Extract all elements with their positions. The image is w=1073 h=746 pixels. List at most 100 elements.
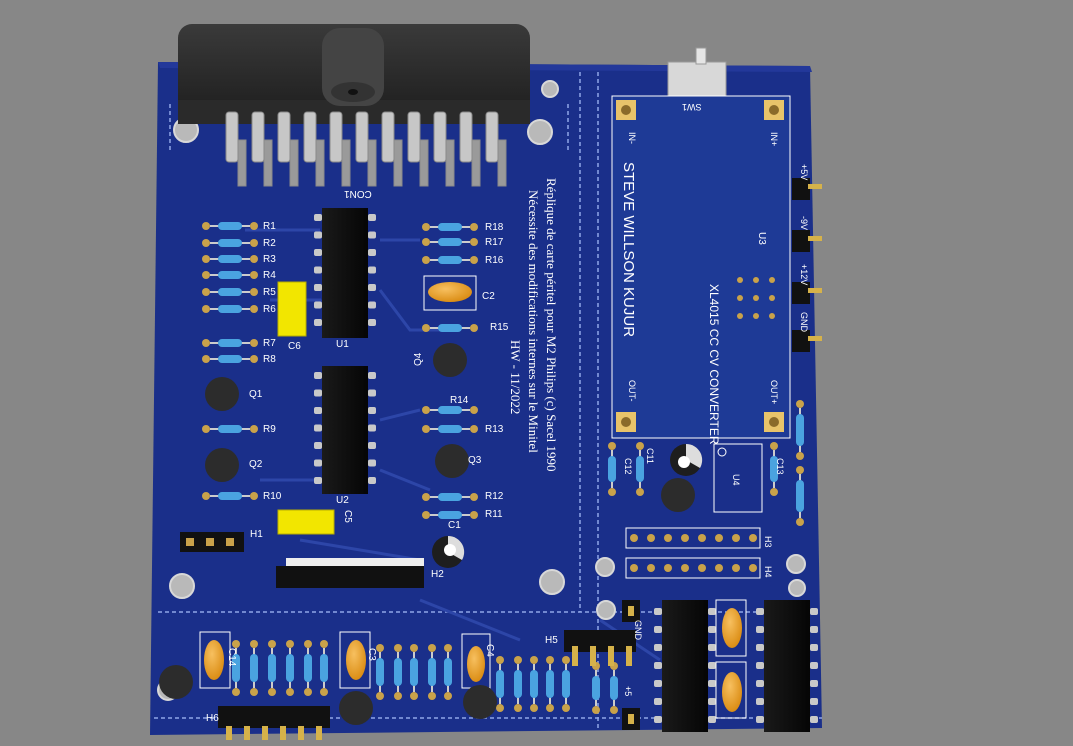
resistor-pad [608,442,616,450]
ic-pin [368,319,376,326]
ic-u4-outline [713,443,763,513]
resistor-pad [250,239,258,247]
resistor-pad [592,706,600,714]
ref-r11: R11 [485,509,503,520]
ref-r13: R13 [485,424,504,435]
header-pad [681,534,689,542]
resistor-body [438,238,462,246]
resistor-body [562,670,570,698]
resistor-body [218,425,242,433]
resistor-pad [546,704,554,712]
resistor-pad [514,704,522,712]
resistor-pad [470,324,478,332]
ref-r18: R18 [485,222,504,233]
header-pad [664,534,672,542]
ic-pin [368,284,376,291]
module-pin-in-plus: IN+ [769,132,779,147]
scart-pin [303,111,317,163]
ref-c3: C3 [366,648,377,661]
ic-pin [708,716,716,723]
ref-h3: H3 [763,536,773,548]
resistor-pad [202,492,210,500]
resistor-body [770,456,778,482]
resistor-pad [410,644,418,652]
resistor-body [438,406,462,414]
header-pad [715,564,723,572]
resistor-pad [470,238,478,246]
resistor-pad [444,692,452,700]
ic-pin [314,477,322,484]
header-pad [698,534,706,542]
board-title-line1: Réplique de carte péritel pour M2 Philip… [544,178,559,472]
ic-pin [756,608,764,615]
ref-r1: R1 [263,221,276,232]
scart-pin [329,111,343,163]
ref-c13: C13 [775,458,785,475]
scart-pin [225,111,239,163]
resistor-body [218,271,242,279]
resistor-body [218,239,242,247]
resistor-body [496,670,504,698]
resistor-body [438,493,462,501]
resistor-pad [202,339,210,347]
resistor-pad [250,255,258,263]
resistor-pad [202,288,210,296]
resistor-pad [496,656,504,664]
ref-c12: C12 [623,458,633,475]
resistor-body [286,654,294,682]
ref-r10: R10 [263,491,282,502]
ic-pin [810,698,818,705]
header-pad [732,564,740,572]
con1-label: CON1 [344,188,372,199]
ic-pin [314,266,322,274]
ic-pin [756,698,764,705]
ic-pin [708,626,716,633]
resistor-pad [470,425,478,433]
ic-pin [708,644,716,651]
header-pad [732,534,740,542]
ic-pin [368,389,376,397]
power-label-12v: +12V [799,264,809,286]
ic-pin [708,698,716,705]
ic-pin [708,680,716,687]
scart-pin [419,139,429,187]
resistor-pad [422,406,430,414]
cap-c14 [199,631,231,689]
header-h2 [276,558,424,588]
ic-pin [810,716,818,723]
ic-pin [368,442,376,449]
ref-c4: C4 [484,644,495,657]
ref-r3: R3 [263,254,276,265]
resistor-pad [636,488,644,496]
ref-q2: Q2 [249,459,263,470]
power-label-gnd: GND [799,312,809,332]
ref-r7: R7 [263,338,276,349]
resistor-body [218,288,242,296]
ic-pin [314,372,322,379]
resistor-pad [250,222,258,230]
resistor-pad [422,256,430,264]
resistor-pad [422,425,430,433]
resistor-pad [202,222,210,230]
resistor-pad [286,640,294,648]
resistor-pad [410,692,418,700]
ic-pin [314,214,322,221]
resistor-body [796,480,804,512]
ic-pin [810,608,818,615]
header-h6 [218,706,330,740]
resistor-pad [250,355,258,363]
resistor-pad [232,640,240,648]
ic-pin [368,266,376,274]
ic-pin [368,249,376,256]
power-terminal-pins [792,178,822,352]
ref-r6: R6 [263,304,276,315]
resistor-body [218,355,242,363]
board-title-line2: Nécessite des modifications internes sur… [526,190,541,453]
resistor-pad [470,406,478,414]
ref-c2: C2 [482,291,495,302]
resistor-pad [394,692,402,700]
ic-pin [368,407,376,414]
ic-pin [756,662,764,669]
resistor-pad [422,493,430,501]
resistor-pad [496,704,504,712]
